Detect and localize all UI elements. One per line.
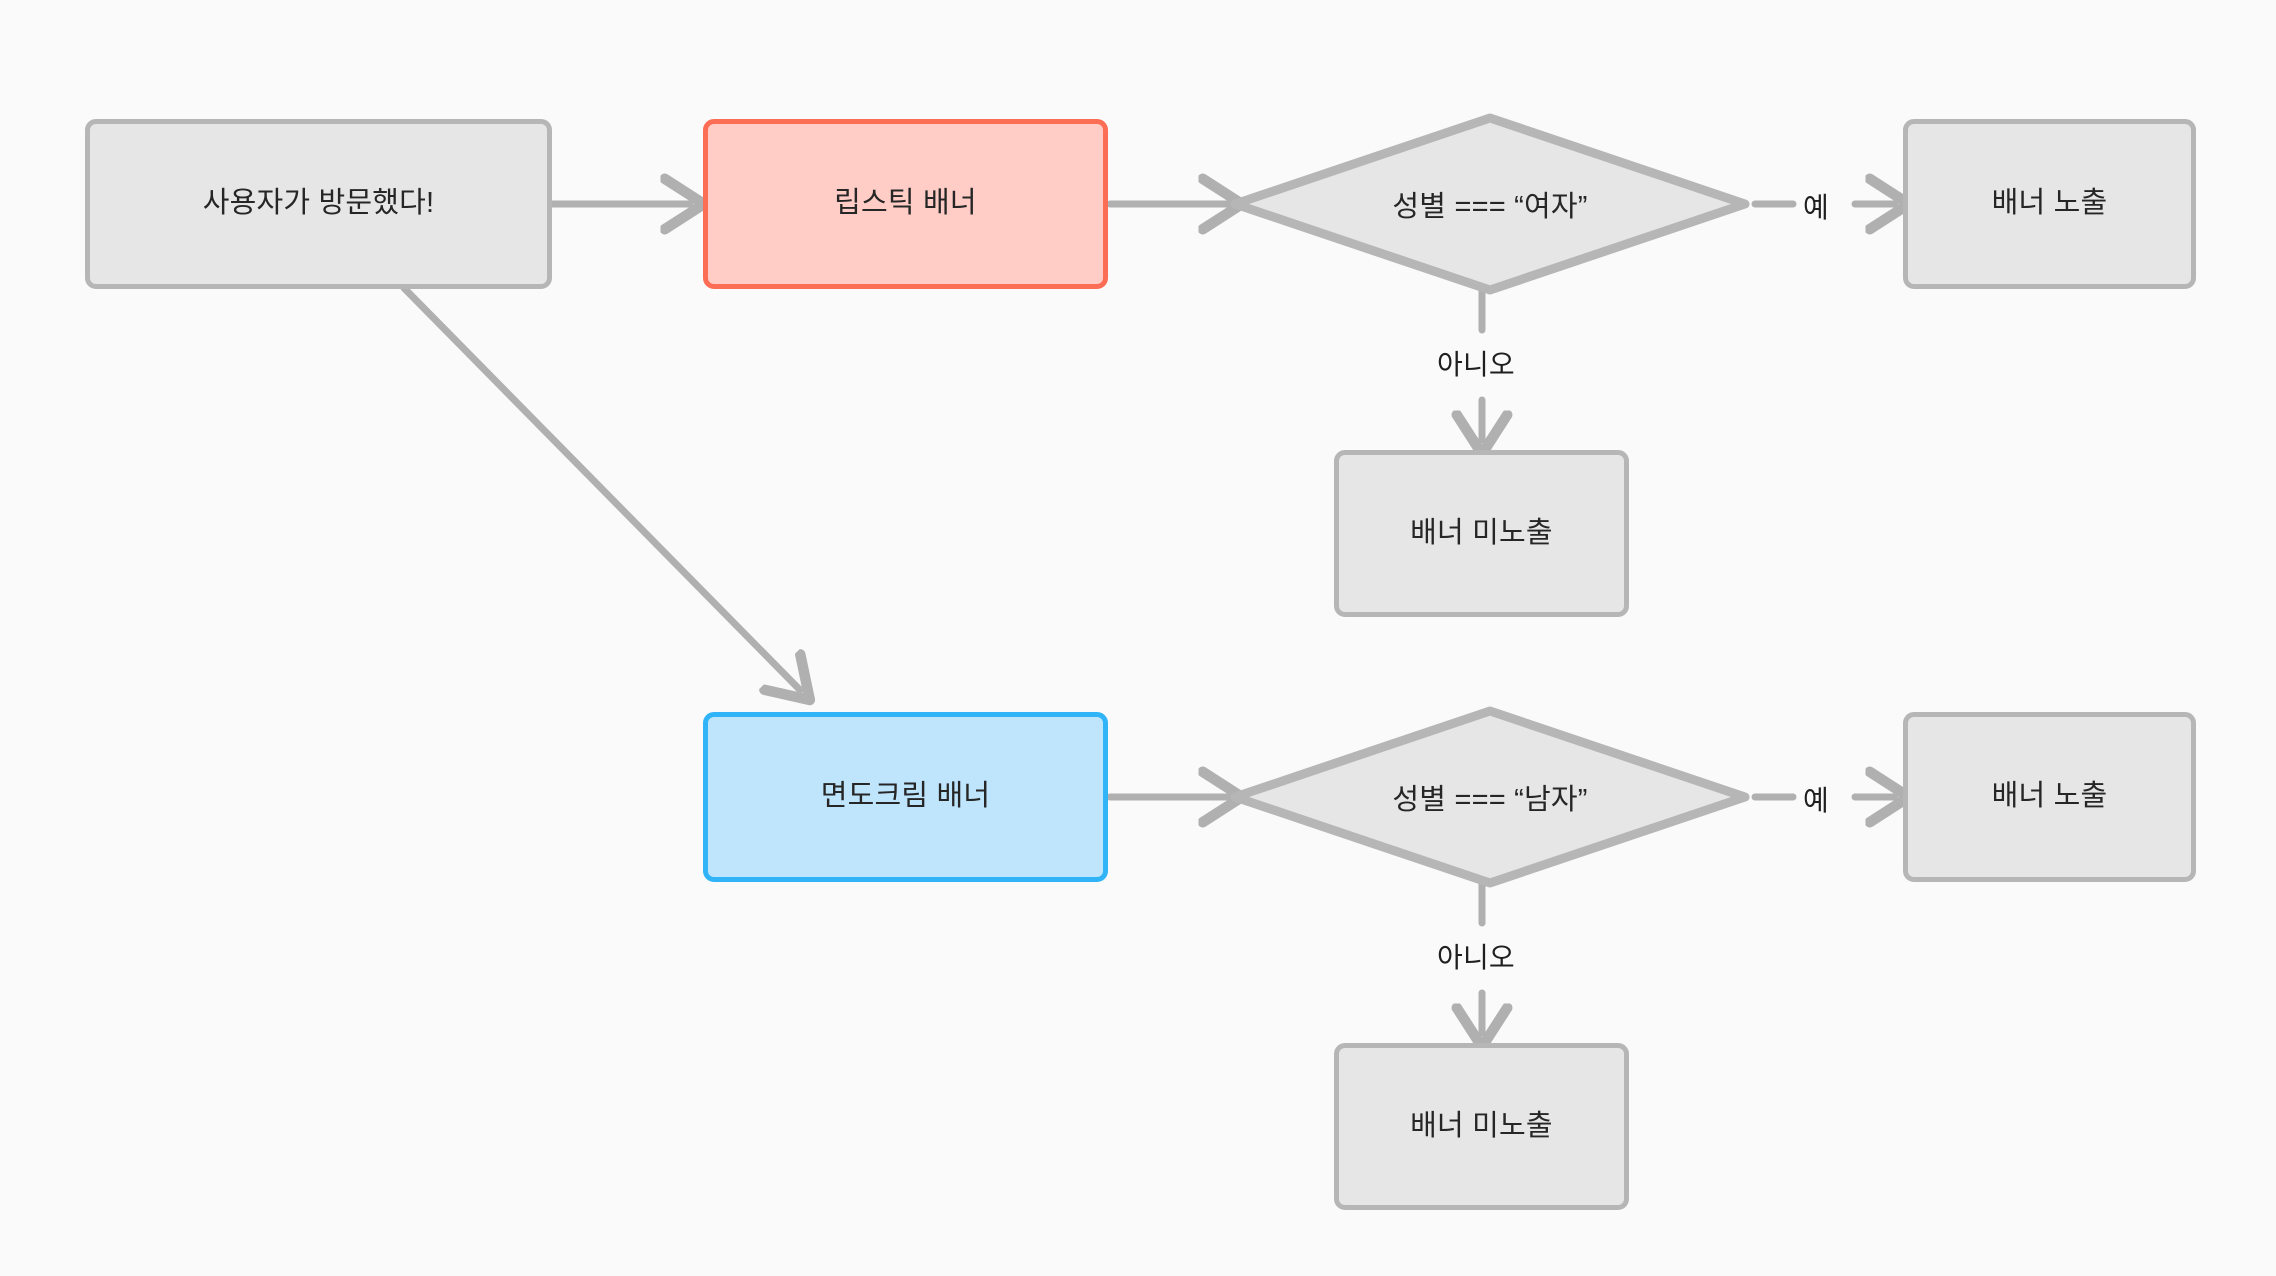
node-show-banner-male-label: 배너 노출 [1991,780,2108,813]
node-condition-male-label: 성별 === “남자” [1392,784,1588,816]
node-lipstick-banner[interactable]: 립스틱 배너 [703,119,1108,289]
node-condition-female-label: 성별 === “여자” [1392,191,1588,223]
edge-label-yes-bottom: 예 [1803,785,1829,816]
node-shaving-cream-banner-label: 면도크림 배너 [820,780,991,813]
node-show-banner-female[interactable]: 배너 노출 [1903,119,2196,289]
node-hide-banner-male[interactable]: 배너 미노출 [1334,1043,1629,1210]
node-condition-female[interactable]: 성별 === “여자” [1225,110,1755,298]
node-show-banner-male[interactable]: 배너 노출 [1903,712,2196,882]
node-shaving-cream-banner[interactable]: 면도크림 배너 [703,712,1108,882]
edge-label-no-top: 아니오 [1437,349,1515,380]
diamond-shape-female [1230,113,1750,295]
edge-label-yes-top: 예 [1803,192,1829,223]
node-show-banner-female-label: 배너 노출 [1991,187,2108,220]
node-start-label: 사용자가 방문했다! [202,187,435,220]
node-condition-male[interactable]: 성별 === “남자” [1225,703,1755,891]
edge-label-no-bottom: 아니오 [1437,942,1515,973]
edge-start-to-shaving-cream [400,284,800,690]
node-start[interactable]: 사용자가 방문했다! [85,119,552,289]
diamond-shape-male [1230,706,1750,888]
node-hide-banner-female-label: 배너 미노출 [1410,516,1553,549]
node-lipstick-banner-label: 립스틱 배너 [834,187,977,220]
node-hide-banner-female[interactable]: 배너 미노출 [1334,450,1629,617]
node-hide-banner-male-label: 배너 미노출 [1410,1109,1553,1142]
